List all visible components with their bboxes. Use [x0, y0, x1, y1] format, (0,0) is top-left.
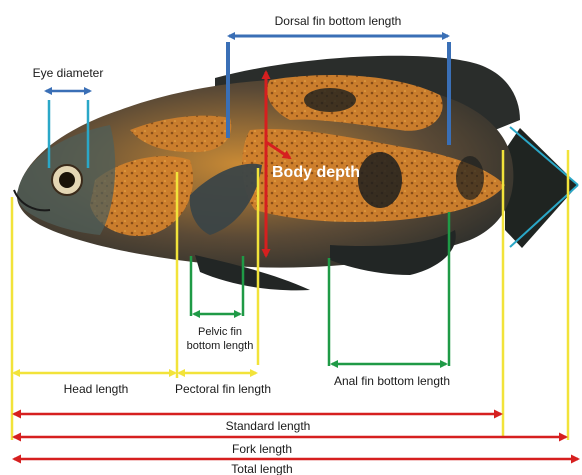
dark-blotch-3 — [456, 156, 484, 200]
fish-pupil — [59, 172, 75, 188]
pectoral-fin-length-label: Pectoral fin length — [175, 382, 271, 396]
anal-fin-label: Anal fin bottom length — [334, 374, 450, 388]
total-length-label: Total length — [231, 462, 292, 475]
eye-diameter-label: Eye diameter — [33, 66, 104, 80]
head-length-label: Head length — [64, 382, 129, 396]
length-measures: Standard length Fork length Total length — [14, 414, 578, 475]
standard-length-label: Standard length — [226, 419, 311, 433]
pelvic-fin-label-line2: bottom length — [187, 340, 254, 352]
head-pectoral-measure: Head length Pectoral fin length — [14, 373, 271, 396]
body-depth-label: Body depth — [272, 164, 360, 181]
dark-blotch-2 — [304, 88, 356, 112]
pelvic-fin-label-line1: Pelvic fin — [198, 326, 242, 338]
dark-blotch-1 — [358, 152, 402, 208]
fork-length-label: Fork length — [232, 442, 292, 456]
dorsal-fin-label: Dorsal fin bottom length — [275, 14, 402, 28]
